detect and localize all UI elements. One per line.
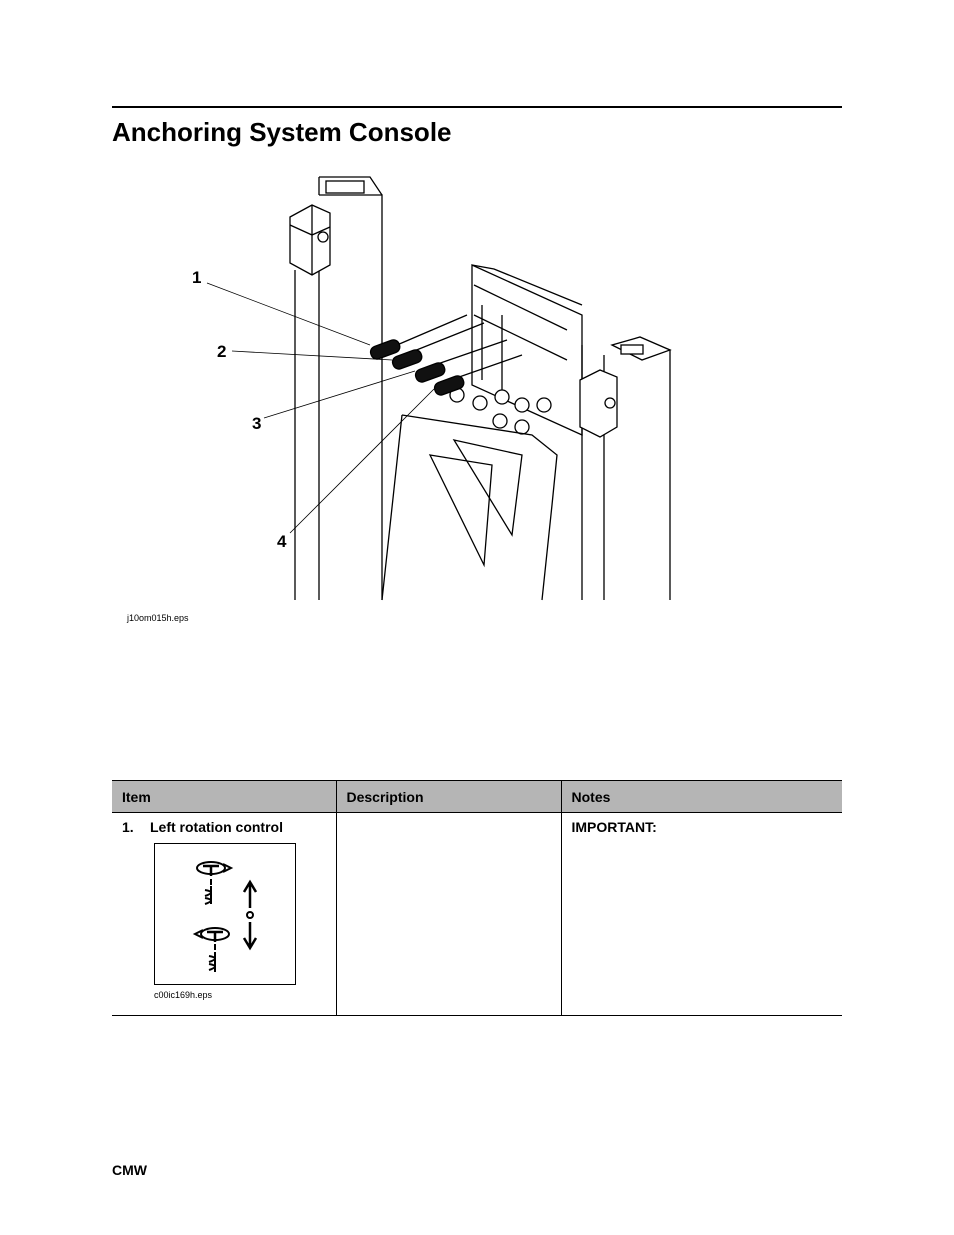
callout-1: 1 — [192, 268, 202, 287]
figure-caption: j10om015h.eps — [127, 613, 189, 623]
item-label: Left rotation control — [150, 819, 283, 835]
callout-3: 3 — [252, 414, 262, 433]
item-title: 1. Left rotation control — [122, 819, 326, 835]
header-description: Description — [335, 780, 561, 813]
left-rotation-control-icon — [154, 843, 296, 985]
header-rule — [112, 106, 842, 108]
items-table: Item Description Notes 1. Left rotation c… — [112, 780, 842, 1016]
header-notes: Notes — [560, 780, 842, 813]
callout-2: 2 — [217, 342, 227, 361]
header-item: Item — [112, 780, 336, 813]
callout-4: 4 — [277, 532, 287, 551]
page-title: Anchoring System Console — [112, 117, 452, 147]
icon-caption: c00ic169h.eps — [154, 990, 213, 1000]
item-cell: 1. Left rotation control — [112, 812, 336, 1016]
notes-cell: IMPORTANT: — [560, 812, 842, 1016]
description-cell — [335, 812, 561, 1016]
page-footer: CMW — [112, 1162, 147, 1178]
table-row: 1. Left rotation control — [112, 812, 842, 1016]
notes-important: IMPORTANT: — [571, 819, 657, 835]
table-header-row: Item Description Notes — [112, 780, 842, 813]
console-illustration: 1 2 3 4 — [112, 165, 842, 605]
item-number: 1. — [122, 819, 134, 835]
